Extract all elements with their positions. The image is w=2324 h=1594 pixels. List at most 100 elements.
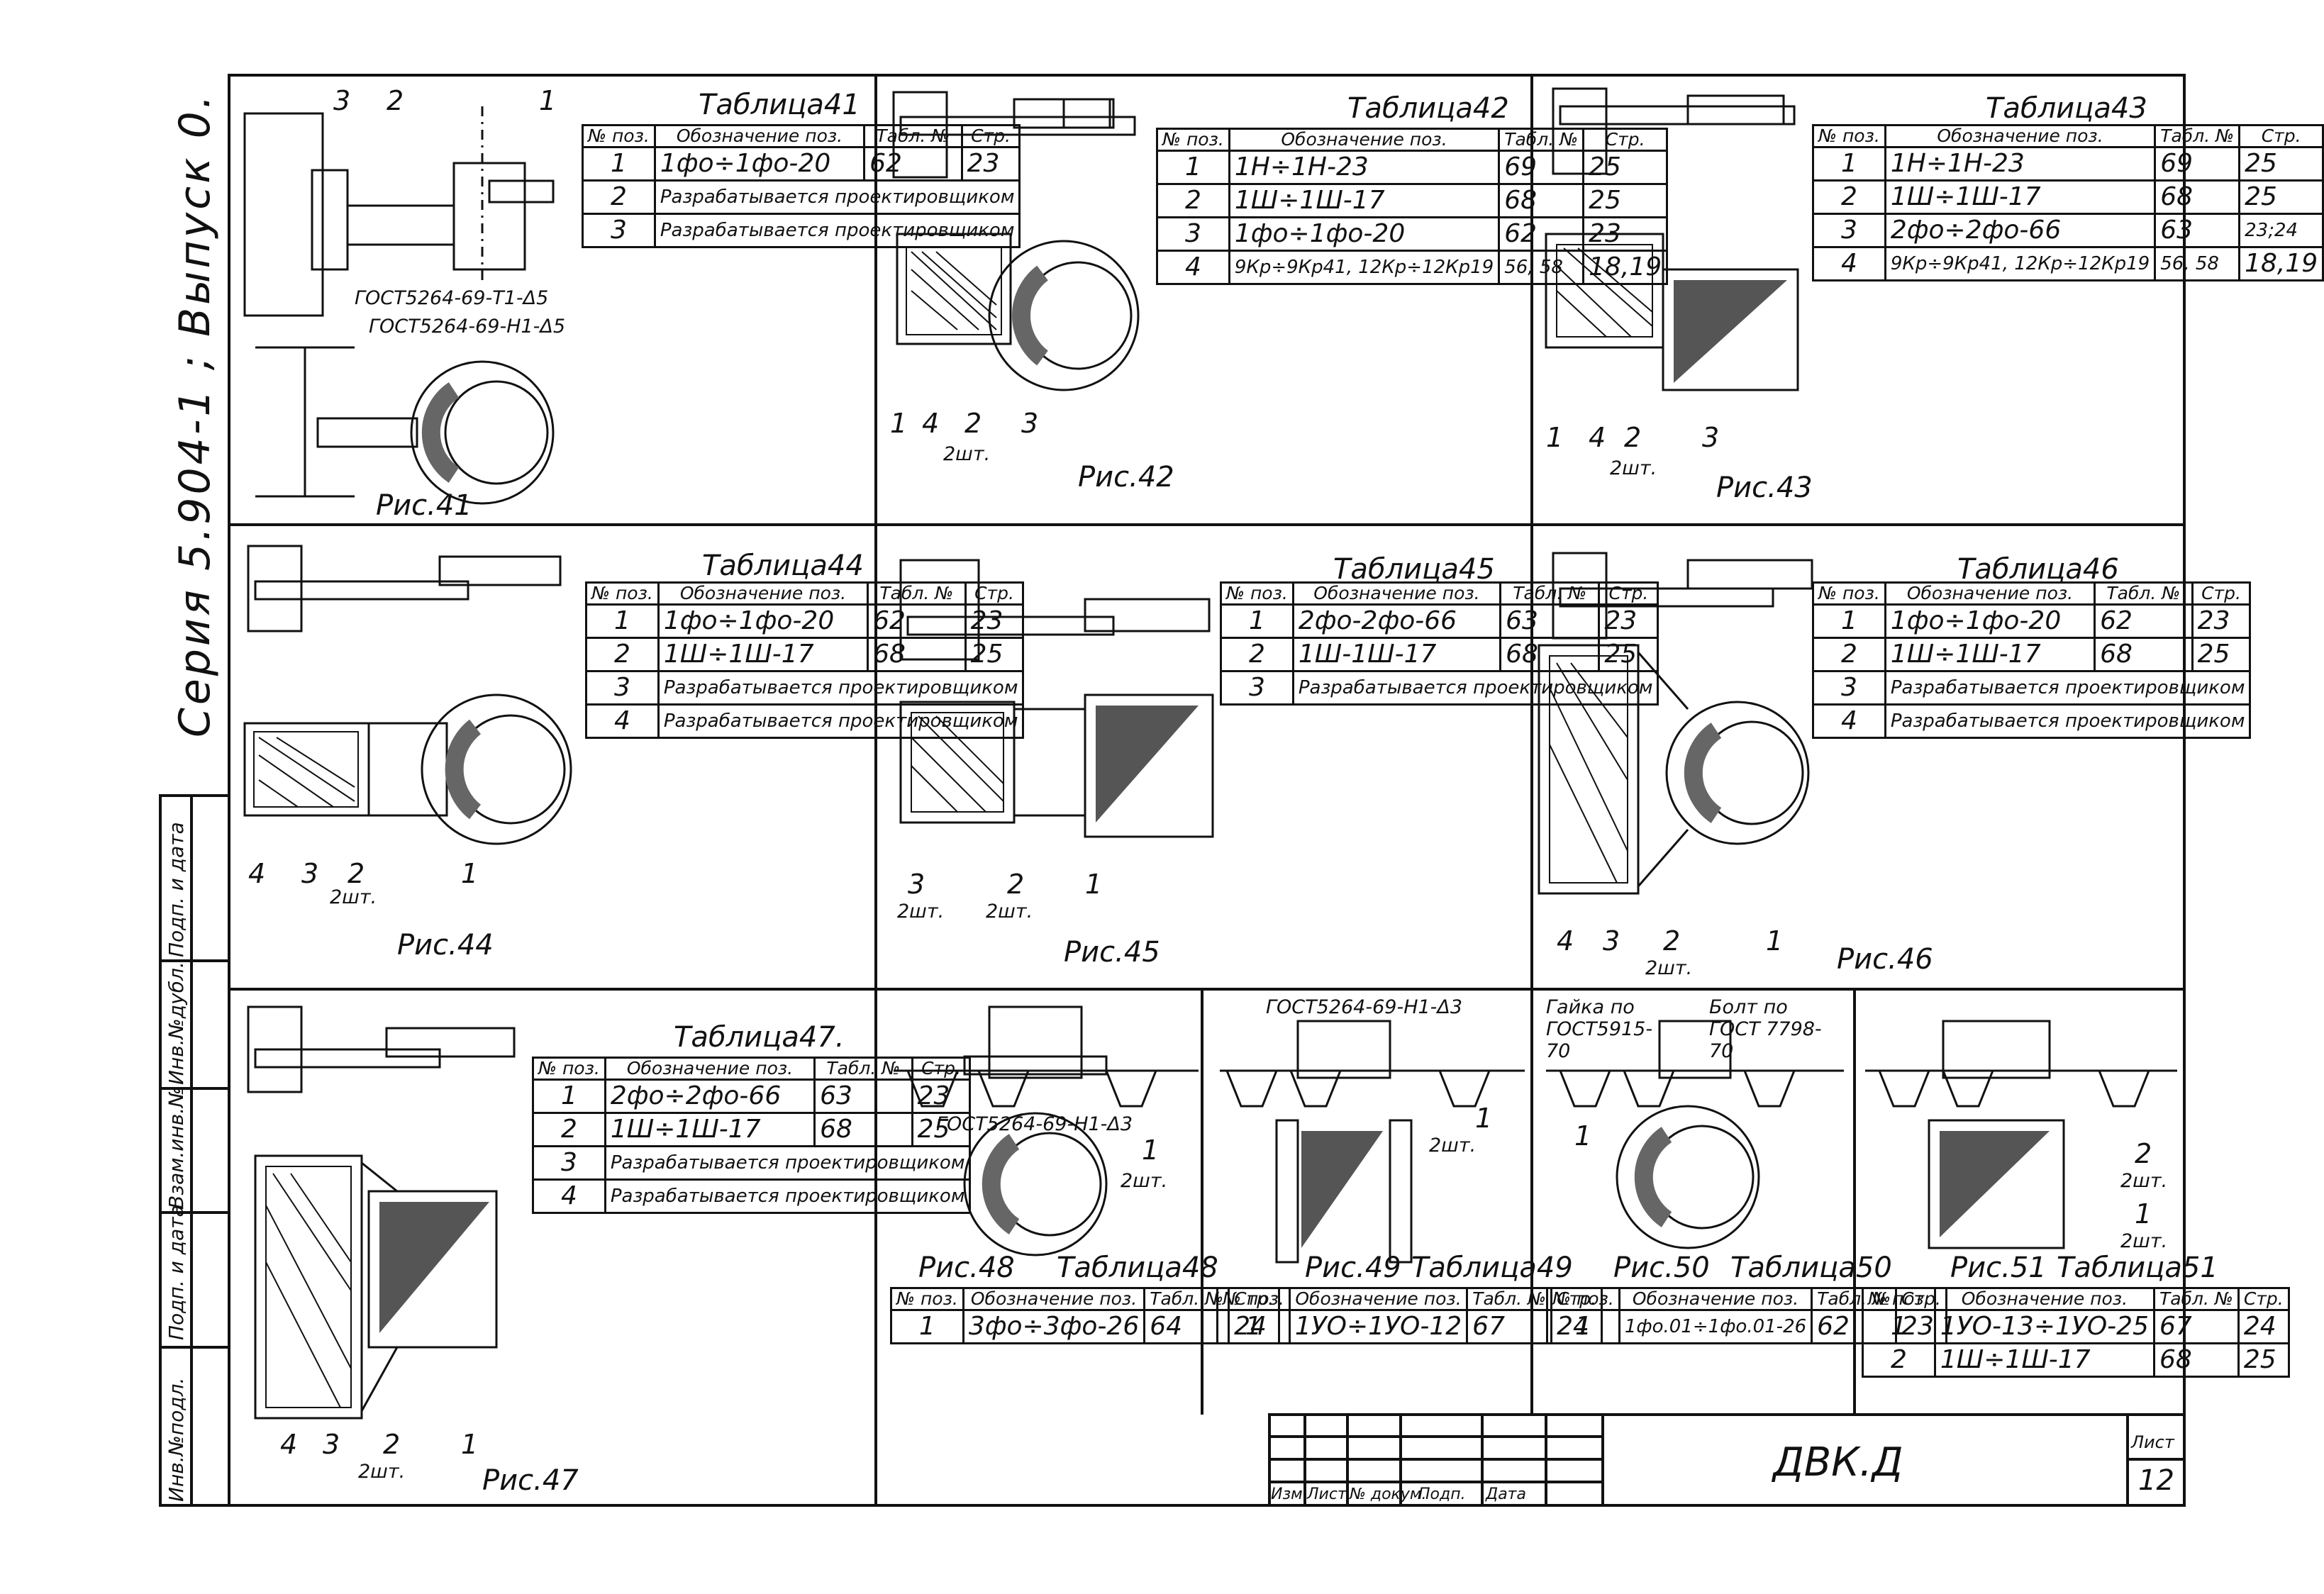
table-cell: Разрабатывается проектировщиком [657, 670, 1025, 706]
table-header-cell: Табл. № [867, 581, 967, 606]
table-header-cell: Стр. [1582, 128, 1669, 152]
table-cell: 1 [890, 1309, 964, 1344]
sheet-label: Лист [2131, 1432, 2174, 1452]
fig51-label: Рис.51 [1950, 1252, 2047, 1284]
table41-caption: Таблица41 [699, 89, 860, 121]
table-cell: 1фо÷1фо-20 [1228, 216, 1501, 252]
table-header-cell: Стр. [1598, 581, 1659, 606]
fig41-sketch [243, 106, 555, 505]
sheet-number: 12 [2138, 1464, 2174, 1497]
tb-col-change: Изм. [1271, 1486, 1308, 1503]
table-header-cell: Стр. [2237, 1287, 2290, 1311]
callout-1: 1 [1475, 1103, 1493, 1134]
callout-1: 1 [1766, 925, 1784, 957]
qty-note: 2шт. [330, 886, 377, 908]
table-header-cell: № поз. [532, 1057, 606, 1081]
table-cell: 56, 58 [2154, 246, 2241, 282]
callout-3: 3 [908, 869, 925, 900]
table-cell: 1 [1862, 1309, 1936, 1344]
table-header-cell: Стр. [960, 124, 1021, 148]
table-header-cell: Обозначение поз. [962, 1287, 1146, 1311]
table-cell: Разрабатывается проектировщиком [1884, 703, 2252, 739]
fig47-label: Рис.47 [482, 1464, 579, 1497]
fig41-label: Рис.41 [376, 489, 472, 522]
table-cell: 1УО-13÷1УО-25 [1933, 1309, 2155, 1344]
table-cell: 3 [532, 1145, 606, 1181]
tb-col-date: Дата [1486, 1486, 1526, 1503]
table-cell: 62 [2094, 603, 2194, 639]
fig50-sketch [1546, 1020, 1844, 1249]
table-cell: 25 [2191, 637, 2252, 672]
table-cell: Разрабатывается проектировщиком [1291, 670, 1659, 706]
table-cell: 23 [2191, 603, 2252, 639]
table-cell: Разрабатывается проектировщиком [1884, 670, 2252, 706]
tb-col-sheet: Лист [1307, 1486, 1347, 1503]
table48-caption: Таблица48 [1057, 1252, 1218, 1284]
table-cell: 25 [2237, 1342, 2290, 1378]
qty-note: 2шт. [1645, 957, 1693, 979]
callout-3: 3 [333, 85, 351, 116]
table-cell: 4 [1812, 703, 1886, 739]
table-cell: 63 [813, 1079, 913, 1114]
table-header-cell: № поз. [1546, 1287, 1620, 1311]
callout-3: 3 [1021, 408, 1039, 439]
callout-2: 2 [1007, 869, 1025, 900]
callout-1: 1 [2135, 1198, 2152, 1230]
table-cell: 1фо÷1фо-20 [1884, 603, 2096, 639]
table-cell: 62 [863, 146, 963, 182]
table-header-cell: № поз. [1812, 581, 1886, 606]
table-header-cell: Табл. № [1466, 1287, 1553, 1311]
fig47-sketch [247, 1005, 516, 1420]
table-cell: 23 [1582, 216, 1669, 252]
table-cell: 67 [2152, 1309, 2240, 1344]
table-header-cell: Стр. [2238, 124, 2324, 148]
table-header-cell: Стр. [964, 581, 1025, 606]
table-cell: Разрабатывается проектировщиком [653, 179, 1021, 215]
table-header-cell: № поз. [1220, 581, 1294, 606]
table49-caption: Таблица49 [1411, 1252, 1573, 1284]
table-cell: 68 [2154, 179, 2241, 215]
table-cell: 2 [532, 1112, 606, 1147]
table-header-cell: Стр. [911, 1057, 972, 1081]
table-cell: 18,19 [2238, 246, 2324, 282]
table-cell: 3 [585, 670, 660, 706]
qty-note: 2шт. [358, 1461, 406, 1483]
fig46-label: Рис.46 [1837, 943, 1933, 976]
weld-note: ГОСТ5264-69-Н1-Δ5 [369, 316, 566, 338]
table-cell: 4 [1156, 250, 1230, 285]
fig50-label: Рис.50 [1613, 1252, 1710, 1284]
tb-col-sign: Подп. [1418, 1486, 1466, 1503]
table-header-cell: Обозначение поз. [657, 581, 869, 606]
table-cell: 69 [2154, 146, 2241, 182]
table-cell: 4 [585, 703, 660, 739]
table-cell: 2 [585, 637, 660, 672]
table-header-cell: № поз. [585, 581, 660, 606]
table-header-cell: Табл. № [1143, 1287, 1230, 1311]
table-cell: 1 [582, 146, 656, 182]
table-cell: 25 [964, 637, 1025, 672]
table-cell: 1 [1812, 603, 1886, 639]
qty-note: 2шт. [1121, 1170, 1168, 1192]
